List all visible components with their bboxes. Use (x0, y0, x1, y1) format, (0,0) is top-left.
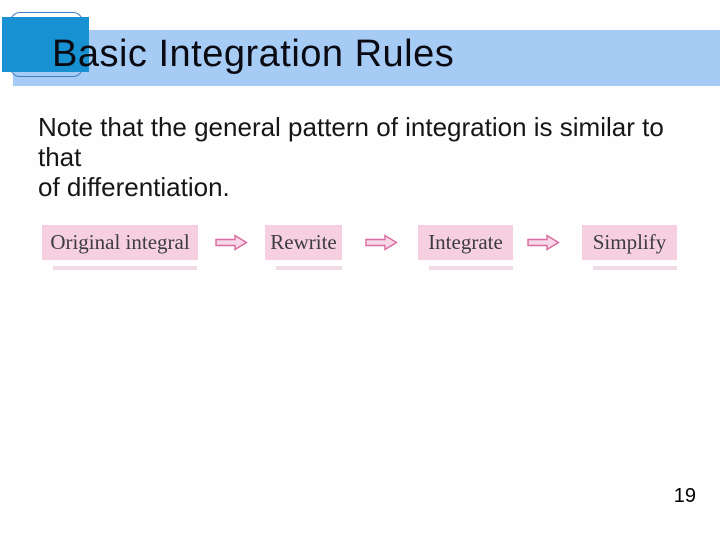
title-bar-background (13, 30, 720, 86)
flow-box-simplify: Simplify (582, 225, 677, 260)
right-block-arrow-icon (215, 234, 248, 251)
decor-accent-square (2, 17, 89, 72)
page-number: 19 (673, 485, 696, 507)
body-text: Note that the general pattern of integra… (38, 112, 664, 202)
right-block-arrow-icon (527, 234, 560, 251)
flow-box-shadow (53, 266, 197, 270)
flow-box-shadow (276, 266, 342, 270)
flow-box-rewrite: Rewrite (265, 225, 342, 260)
flow-box-shadow (429, 266, 513, 270)
right-block-arrow-icon (365, 234, 398, 251)
flow-box-integrate: Integrate (418, 225, 513, 260)
flow-box-original-integral: Original integral (42, 225, 198, 260)
slide-title: Basic Integration Rules (52, 33, 455, 75)
flow-box-shadow (593, 266, 677, 270)
